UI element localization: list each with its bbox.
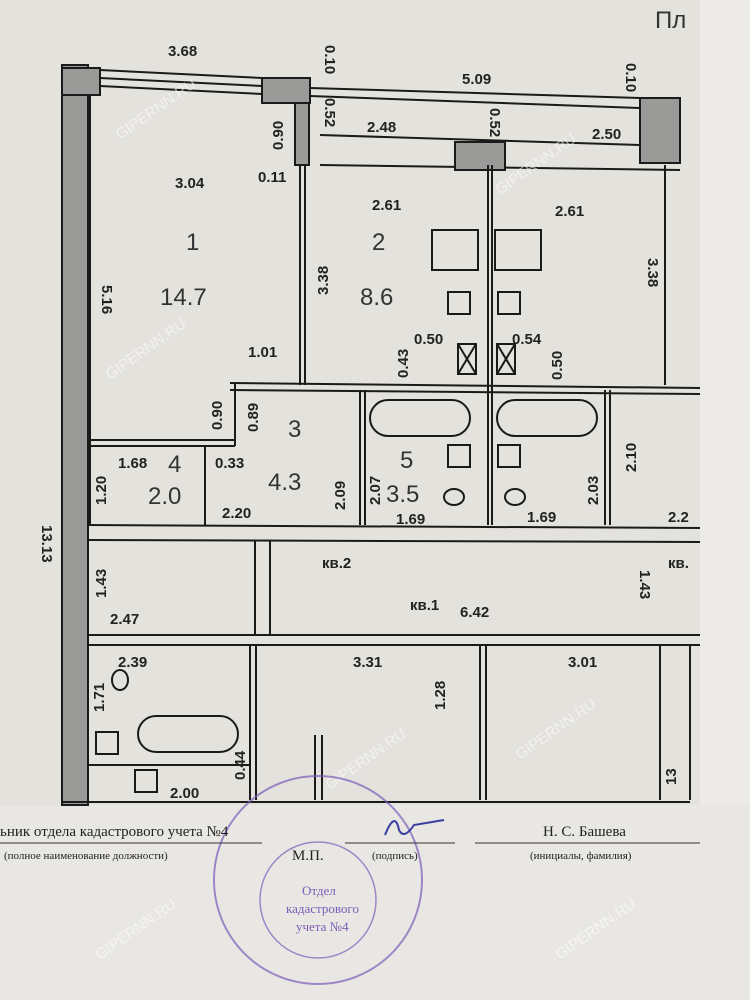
- dim-label: 2.50: [592, 126, 621, 143]
- stamp-text: кадастрового: [286, 901, 359, 916]
- dim-label: 0.90: [270, 121, 287, 150]
- toilet-icon: [111, 669, 129, 691]
- sink-icon: [95, 731, 119, 755]
- room-number: 3: [288, 416, 301, 443]
- signature-caption: (подпись): [372, 850, 418, 862]
- dim-label: 2.61: [372, 197, 401, 214]
- dim-label: 0.52: [486, 108, 503, 137]
- dim-label: 3.68: [168, 43, 197, 60]
- sink-icon: [447, 444, 471, 468]
- signature: [384, 819, 445, 836]
- room-labels: 1 14.7 2 8.6 3 4.3 4 2.0 5 3.5 кв.2 кв.1…: [148, 229, 689, 614]
- sink-icon: [497, 291, 521, 315]
- riser-icon: [496, 343, 516, 375]
- sink-icon: [134, 769, 158, 793]
- dim-label: 2.07: [367, 476, 384, 505]
- dim-label: 2.47: [110, 611, 139, 628]
- stamp-text: учета №4: [296, 919, 349, 934]
- watermark: GIPERNN.RU: [103, 315, 190, 383]
- bathtub-icon: [496, 399, 598, 437]
- bathtub-icon: [137, 715, 239, 753]
- position-caption: (полное наименование должности): [4, 850, 168, 862]
- stove-icon: [494, 229, 542, 271]
- official-stamp: Отдел кадастрового учета №4: [213, 775, 423, 985]
- dim-label: 1.01: [248, 344, 277, 361]
- dim-label: 0.54: [512, 331, 542, 348]
- dim-label: 6.42: [460, 604, 489, 621]
- sink-icon: [447, 291, 471, 315]
- dim-label: 1.43: [93, 569, 110, 598]
- room-area: 2.0: [148, 483, 181, 510]
- dim-label: 0.52: [321, 98, 338, 127]
- dim-label: 2.09: [332, 481, 349, 510]
- bathtub-icon: [369, 399, 471, 437]
- apartment-label: кв.1: [410, 597, 439, 614]
- dim-label: 1.20: [93, 476, 110, 505]
- dim-label: 0.10: [321, 45, 338, 74]
- dim-label: 0.50: [549, 351, 566, 380]
- dim-label: 3.38: [644, 258, 661, 287]
- dimension-labels: 3.68 0.10 5.09 0.10 0.52 2.48 0.52 2.50 …: [38, 43, 689, 802]
- position-title: ьник отдела кадастрового учета №4: [0, 824, 229, 840]
- dim-label: 5.16: [98, 285, 115, 314]
- dim-label: 3.01: [568, 654, 597, 671]
- apartment-label: кв.2: [322, 555, 351, 572]
- dim-label: 0.33: [215, 455, 244, 472]
- dim-label: 2.03: [585, 476, 602, 505]
- dim-label: 0.43: [395, 349, 412, 378]
- dim-label: 2.10: [623, 443, 640, 472]
- dim-label: 2.00: [170, 785, 199, 802]
- dim-label: 2.39: [118, 654, 147, 671]
- dim-label: 3.38: [315, 266, 332, 295]
- dim-label: 1.69: [396, 511, 425, 528]
- name-caption: (инициалы, фамилия): [530, 850, 632, 862]
- dim-label: 1.69: [527, 509, 556, 526]
- apartment-label: кв.: [668, 555, 689, 572]
- room-number: 4: [168, 451, 181, 478]
- plan-heading: Пл: [655, 7, 686, 34]
- dim-label: 13.13: [38, 525, 55, 563]
- dim-label: 0.90: [209, 401, 226, 430]
- dim-label: 1.43: [636, 570, 653, 599]
- room-number: 2: [372, 229, 385, 256]
- room-area: 4.3: [268, 469, 301, 496]
- dim-label: 2.2: [668, 509, 689, 526]
- sink-icon: [497, 444, 521, 468]
- stamp-text: Отдел: [302, 883, 336, 898]
- dim-label: 0.50: [414, 331, 443, 348]
- watermark: GIPERNN.RU: [323, 725, 410, 793]
- dim-label: 1.71: [91, 683, 108, 712]
- dim-label: 0.11: [258, 169, 286, 186]
- watermark: GIPERNN.RU: [513, 695, 600, 763]
- dim-label: 3.31: [353, 654, 382, 671]
- dim-label: 2.20: [222, 505, 251, 522]
- dim-label: 2.48: [367, 119, 396, 136]
- toilet-icon: [504, 488, 526, 506]
- toilet-icon: [443, 488, 465, 506]
- walls: [61, 64, 701, 806]
- riser-icon: [457, 343, 477, 375]
- dim-label: 2.61: [555, 203, 584, 220]
- room-area: 14.7: [160, 284, 207, 311]
- dim-label: 0.44: [232, 750, 249, 780]
- watermark: GIPERNN.RU: [113, 75, 200, 143]
- dim-label: 13: [663, 768, 680, 785]
- dim-label: 5.09: [462, 71, 491, 88]
- fixtures: [95, 229, 598, 793]
- room-area: 3.5: [386, 481, 419, 508]
- dim-label: 1.68: [118, 455, 147, 472]
- stamp-place-label: М.П.: [292, 848, 324, 864]
- room-number: 1: [186, 229, 199, 256]
- dim-label: 3.04: [175, 175, 205, 192]
- dim-label: 0.10: [622, 63, 639, 92]
- dim-label: 1.28: [432, 681, 449, 710]
- signer-name: Н. С. Башева: [543, 824, 626, 840]
- dim-label: 0.89: [245, 403, 262, 432]
- room-area: 8.6: [360, 284, 393, 311]
- stove-icon: [431, 229, 479, 271]
- room-number: 5: [400, 447, 413, 474]
